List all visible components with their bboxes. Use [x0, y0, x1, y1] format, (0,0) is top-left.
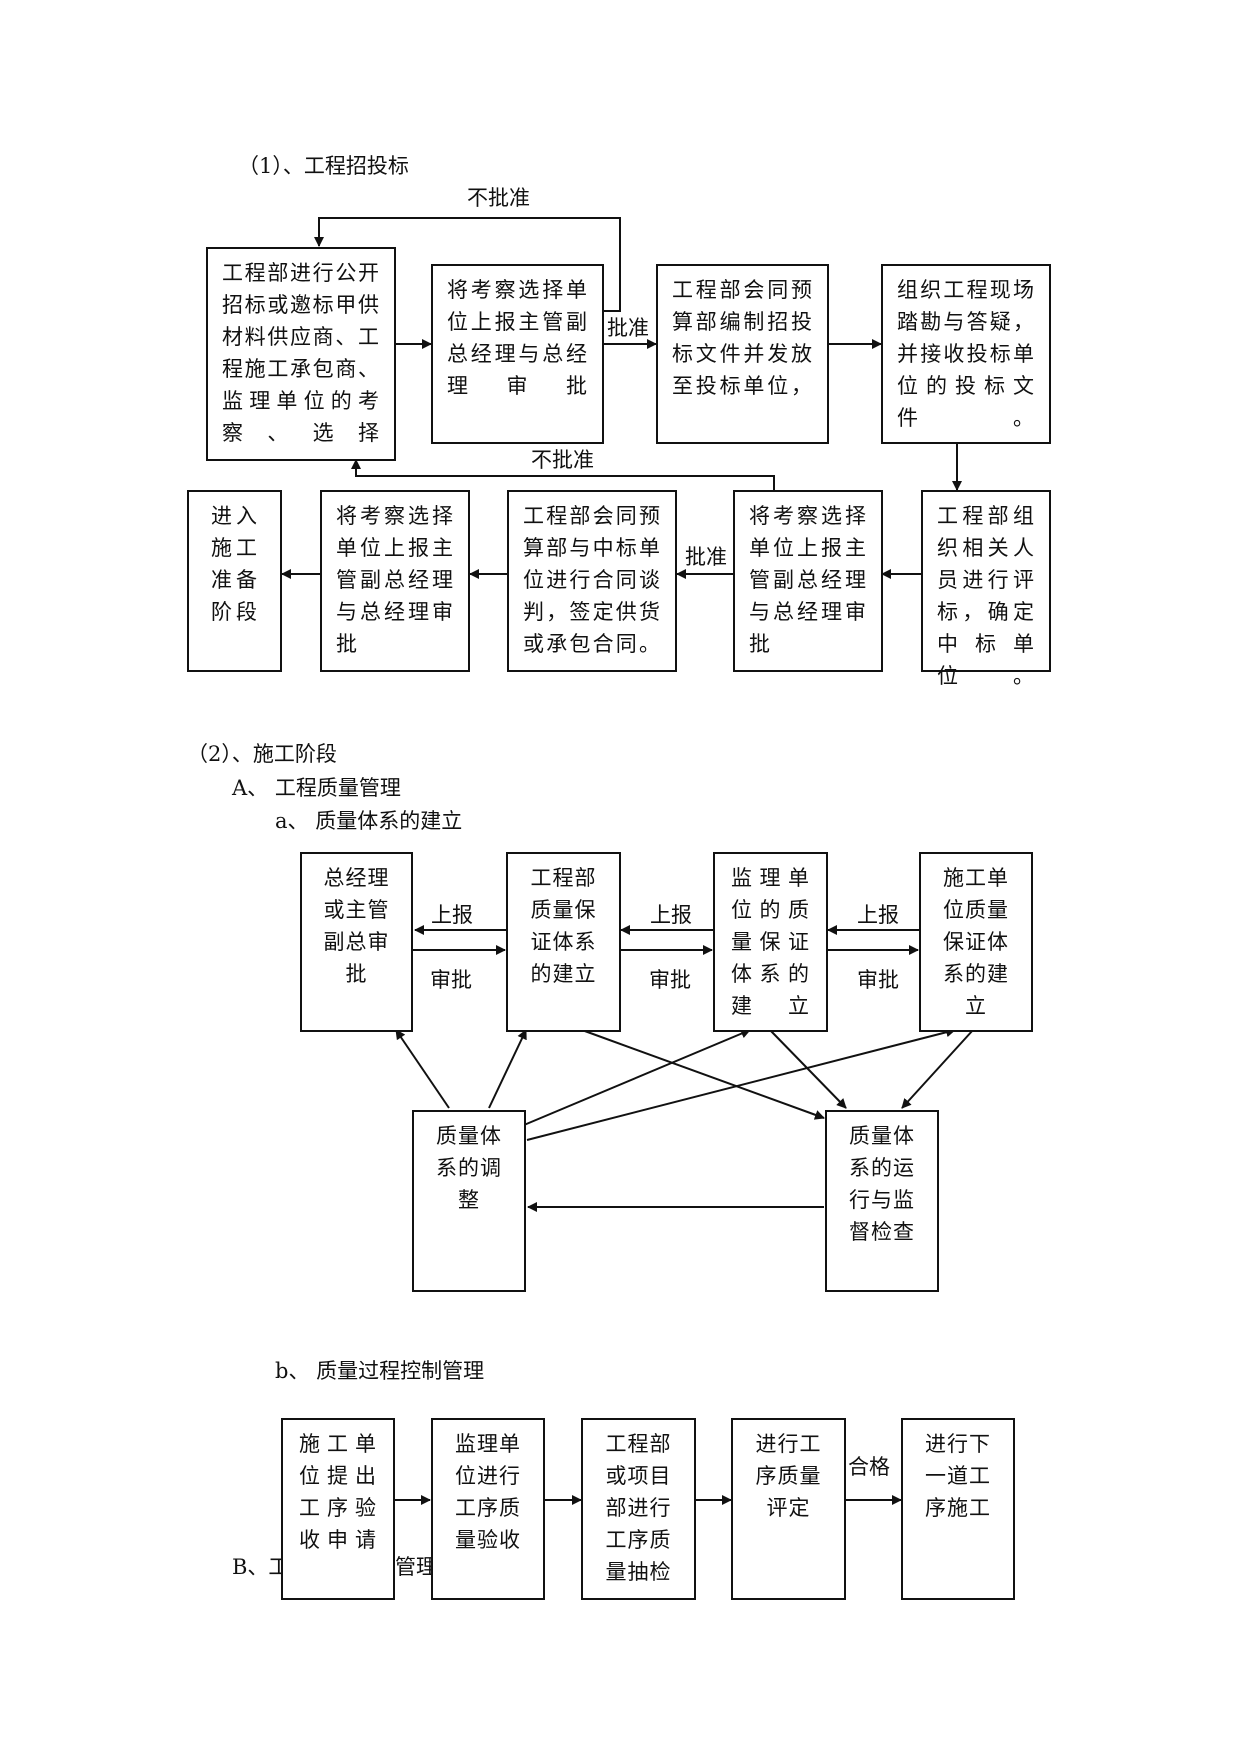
box-report-approval-1: 将考察选择单位上报主管副总经理与总经理审批 — [431, 264, 604, 444]
label-approve-bottom: 批准 — [685, 545, 727, 569]
section-1-heading: （1）、工程招投标 — [238, 154, 409, 178]
label-report-2: 上报 — [650, 903, 692, 927]
box-open-bidding: 工程部进行公开招标或邀标甲供材料供应商、工程施工承包商、监理单位的考察、选择 — [206, 247, 396, 461]
arrow-q5-q3 — [523, 1028, 751, 1126]
box-supervisor-inspection: 监理单位进行工序质量验收 — [431, 1418, 545, 1600]
subheading-b-tail: 管理 — [395, 1555, 437, 1579]
box-gm-approval: 总经理或主管副总审批 — [300, 852, 413, 1032]
label-approve-2: 审批 — [649, 968, 691, 992]
box-report-approval-3: 将考察选择单位上报主管副总经理与总经理审批 — [733, 490, 883, 672]
box-prepare-bid-docs: 工程部会同预算部编制招投标文件并发放至投标单位， — [656, 264, 829, 444]
label-pass: 合格 — [848, 1455, 890, 1479]
box-quality-adjustment: 质量体系的调整 — [412, 1110, 526, 1292]
arrow-q5-q1 — [395, 1029, 450, 1109]
subheading-process-control: b、 质量过程控制管理 — [275, 1359, 485, 1383]
section-2-heading: （2）、施工阶段 — [187, 742, 337, 766]
arrow-q5-q2 — [488, 1029, 527, 1109]
box-quality-operation-inspection: 质量体系的运行与监督检查 — [825, 1110, 939, 1292]
box-apply-inspection: 施工单位提出工序验收申请 — [281, 1418, 395, 1600]
box-enter-preparation: 进入施工准备阶段 — [187, 490, 282, 672]
box-engineering-quality-system: 工程部质量保证体系的建立 — [506, 852, 621, 1032]
box-contractor-quality-system: 施工单位质量保证体系的建立 — [919, 852, 1033, 1032]
label-report-1: 上报 — [431, 903, 473, 927]
box-supervisor-quality-system: 监理单位的质量保证体系的建立 — [713, 852, 828, 1032]
box-quality-evaluation: 进行工序质量评定 — [731, 1418, 846, 1600]
label-reject-bottom: 不批准 — [531, 448, 594, 472]
label-report-3: 上报 — [857, 903, 899, 927]
arrow-q4-q6 — [901, 1029, 974, 1109]
box-bid-evaluation: 工程部组织相关人员进行评标，确定中标单位。 — [921, 490, 1051, 688]
label-approve-1: 审批 — [430, 968, 472, 992]
box-report-approval-2: 将考察选择单位上报主管副总经理与总经理审批 — [320, 490, 470, 672]
arrow-q3-q6 — [769, 1029, 847, 1109]
subheading-quality-management: A、 工程质量管理 — [232, 776, 401, 800]
box-next-process: 进行下一道工序施工 — [901, 1418, 1015, 1600]
label-reject-top: 不批准 — [467, 186, 530, 210]
arrow-q2-q6 — [581, 1029, 825, 1120]
box-contract-negotiation: 工程部会同预算部与中标单位进行合同谈判，签定供货或承包合同。 — [507, 490, 677, 672]
label-approve-3: 审批 — [857, 968, 899, 992]
subheading-quality-system: a、 质量体系的建立 — [275, 809, 463, 833]
box-site-survey: 组织工程现场踏勘与答疑，并接收投标单位的投标文件。 — [881, 264, 1051, 444]
label-approve-top: 批准 — [607, 316, 649, 340]
subheading-b-partial: B、工 — [232, 1555, 290, 1579]
box-spot-check: 工程部或项目部进行工序质量抽检 — [581, 1418, 696, 1600]
